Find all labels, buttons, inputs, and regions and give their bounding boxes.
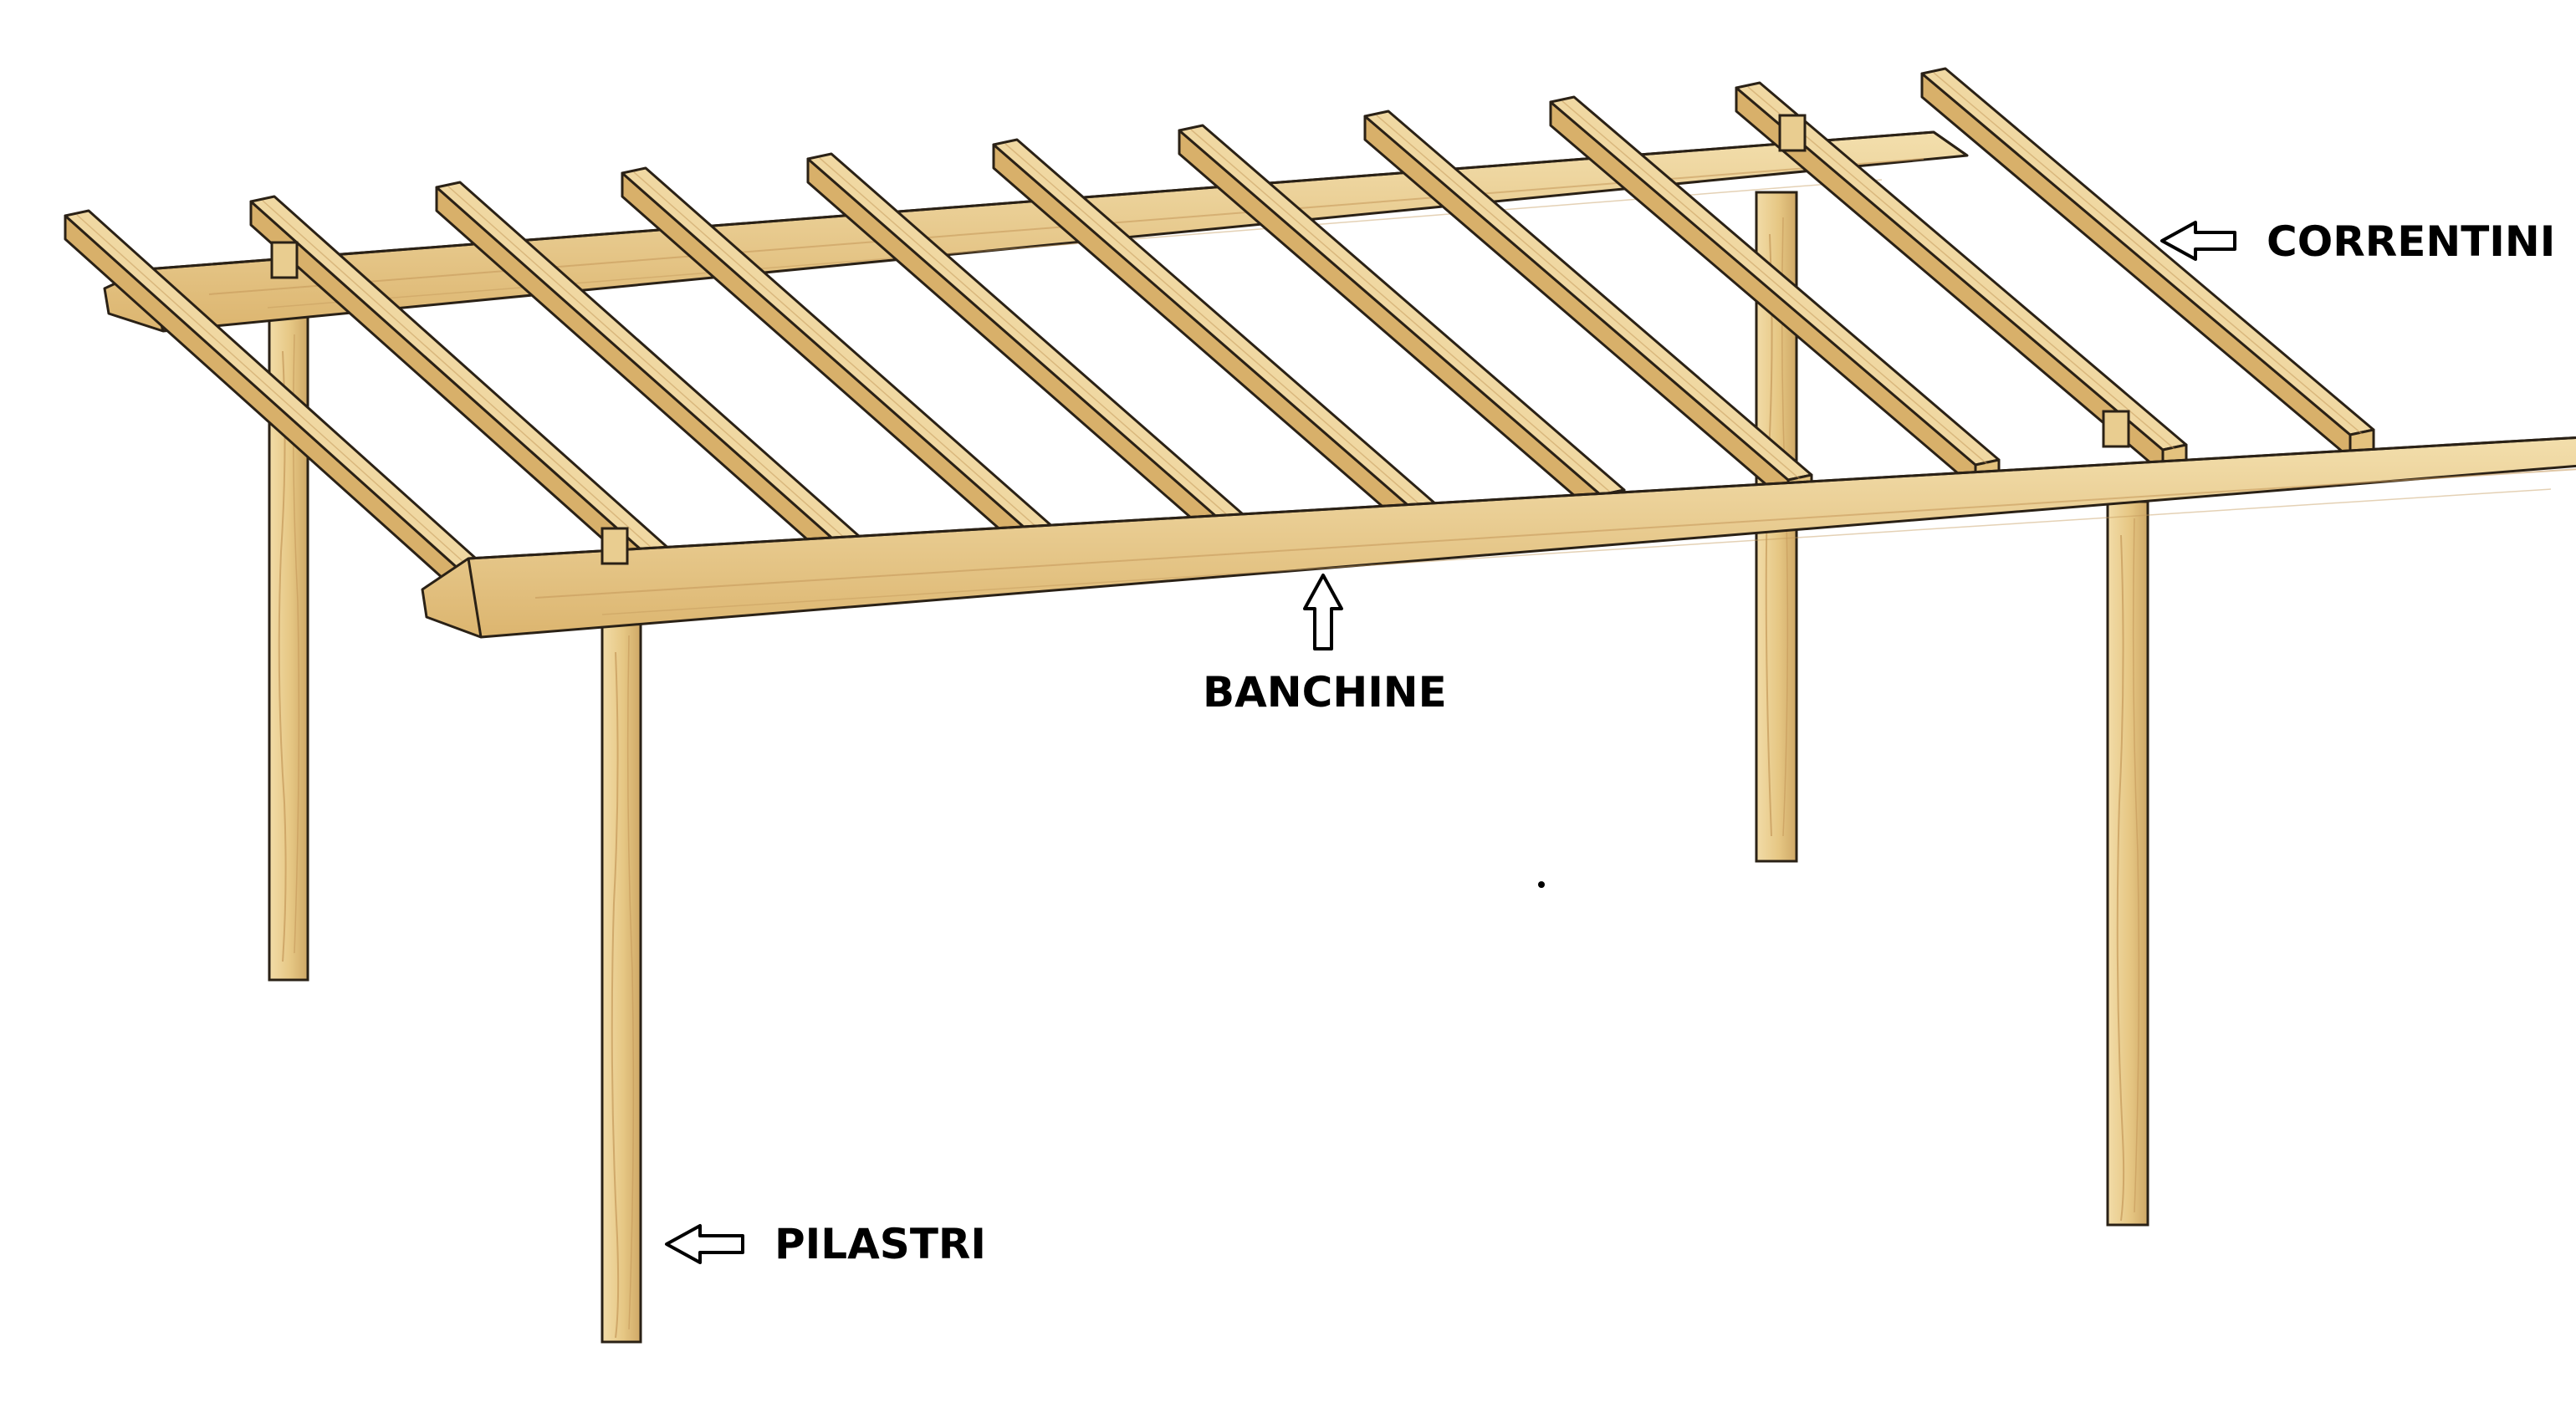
rafter bbox=[1735, 81, 2188, 475]
front-posts bbox=[601, 500, 2149, 1344]
correntini-rafters bbox=[64, 67, 2375, 610]
rafter-grain bbox=[1376, 115, 1801, 480]
label-pilastri: PILASTRI bbox=[665, 1220, 986, 1268]
front-banchina bbox=[421, 436, 2576, 639]
rafter-grain bbox=[819, 157, 1239, 525]
rafter-grain bbox=[1561, 100, 1988, 465]
rafter-grain bbox=[262, 200, 677, 570]
post-front-left bbox=[601, 617, 642, 1344]
arrow-left-icon bbox=[2160, 221, 2236, 261]
rafter-grain bbox=[1933, 72, 2363, 435]
rafter-side-face bbox=[1920, 72, 2352, 460]
label-banchine-text: BANCHINE bbox=[1203, 668, 1447, 717]
rafter-grain bbox=[76, 214, 489, 585]
rafter-grain bbox=[1004, 143, 1426, 510]
label-correntini-text: CORRENTINI bbox=[2267, 217, 2555, 266]
label-correntini: CORRENTINI bbox=[2160, 217, 2555, 266]
label-pilastri-text: PILASTRI bbox=[774, 1220, 986, 1268]
rafter bbox=[1549, 95, 2001, 490]
rafter-grain bbox=[447, 186, 864, 555]
marker-dot bbox=[1538, 881, 1545, 888]
rafter-grain bbox=[1190, 129, 1613, 495]
rafter-grain bbox=[1747, 86, 2175, 450]
rafter-grain bbox=[633, 171, 1051, 540]
beam-blocks bbox=[270, 114, 2130, 565]
rafter bbox=[806, 152, 1251, 550]
label-banchine: BANCHINE bbox=[1203, 574, 1447, 717]
post-front-right bbox=[2106, 500, 2149, 1227]
arrow-left-icon bbox=[665, 1224, 744, 1264]
arrow-up-icon bbox=[1303, 574, 1343, 650]
